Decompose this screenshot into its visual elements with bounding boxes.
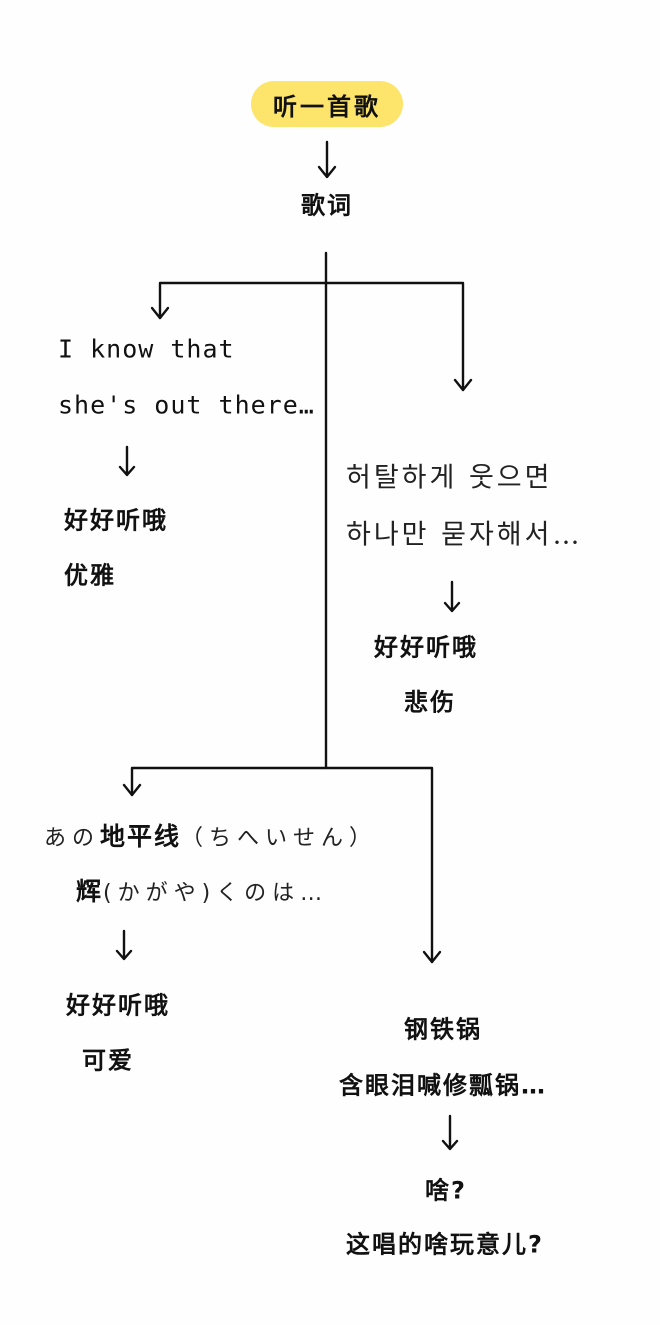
korean-lyric-line-1: 허탈하게 웃으면 — [346, 462, 553, 494]
japanese-reaction-2: 可爱 — [82, 1046, 134, 1075]
english-lyric-line-1: I know that — [58, 334, 235, 364]
korean-reaction-2: 悲伤 — [404, 688, 456, 717]
chinese-lyric-line-2: 含眼泪喊修瓢锅… — [339, 1071, 547, 1100]
japanese-lyric-line-1: あの地平线（ちへいせん） — [44, 817, 377, 853]
chinese-lyric-line-1: 钢铁锅 — [404, 1015, 482, 1044]
japanese-reaction-1: 好好听哦 — [66, 991, 170, 1020]
arrow-upper-left — [150, 306, 170, 320]
upper-branch-line — [158, 281, 465, 392]
arrow-lower-left — [122, 783, 142, 797]
reading: (かがや)くのは… — [103, 881, 329, 906]
arrow-upper-right — [453, 378, 473, 392]
japanese-lyric-line-2: 辉(かがや)くのは… — [76, 872, 328, 908]
korean-reaction-1: 好好听哦 — [374, 633, 478, 662]
arrow-lower-right — [422, 950, 442, 964]
arrow-japanese-reaction — [115, 929, 133, 961]
lower-branch-line — [130, 766, 434, 964]
lyrics-label: 歌词 — [301, 191, 353, 220]
arrow-chinese-reaction — [441, 1114, 459, 1151]
root-node-listen-to-song: 听一首歌 — [251, 81, 403, 127]
arrow-korean-reaction — [443, 580, 461, 613]
kana: あの — [44, 826, 101, 851]
chinese-reaction-1: 啥? — [425, 1176, 467, 1205]
kanji: 地平线 — [100, 822, 182, 851]
english-reaction-2: 优雅 — [64, 561, 116, 590]
korean-lyric-line-2: 하나만 묻자해서… — [346, 519, 583, 551]
kanji: 辉 — [76, 877, 104, 906]
arrow-root-to-lyrics — [317, 140, 337, 179]
english-reaction-1: 好好听哦 — [64, 506, 168, 535]
chinese-reaction-2: 这唱的啥玩意儿? — [346, 1230, 544, 1259]
english-lyric-line-2: she's out there… — [58, 390, 315, 420]
arrow-english-reaction — [118, 445, 136, 477]
reading: （ちへいせん） — [181, 826, 378, 851]
